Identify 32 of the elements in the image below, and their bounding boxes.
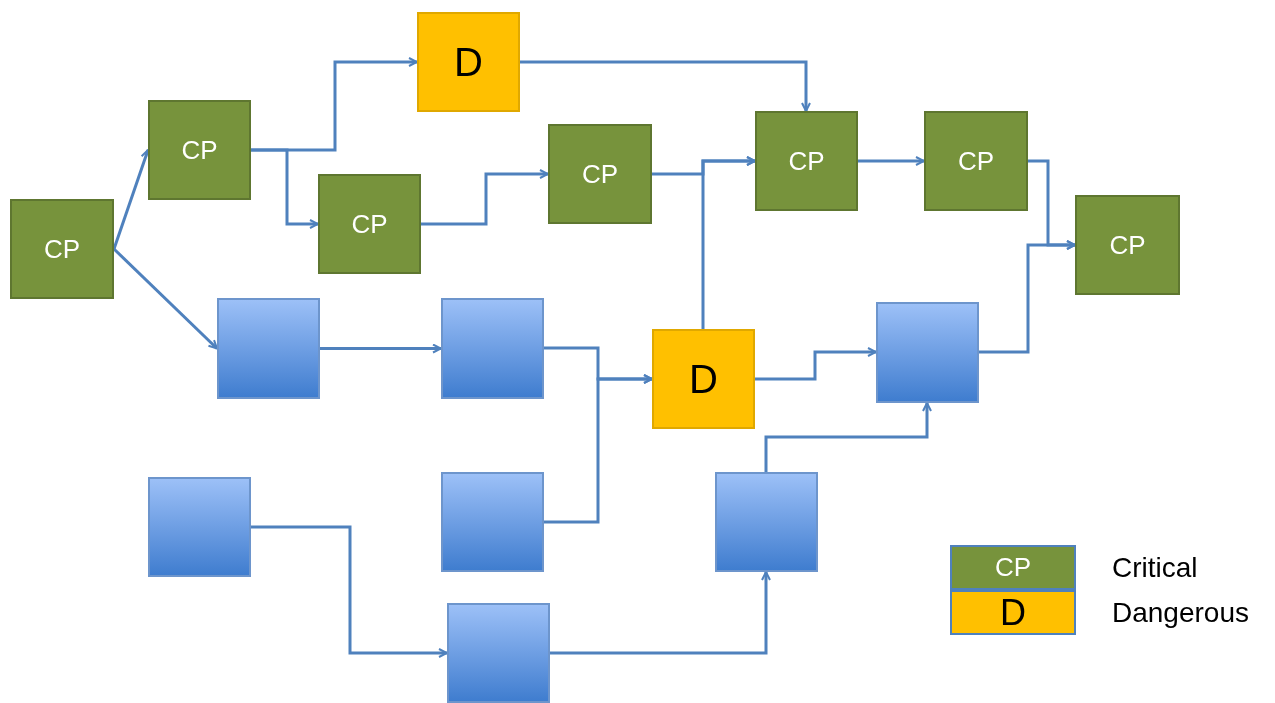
legend-symbol: CP [994,551,1032,584]
dangerous-box: D [652,329,755,429]
process-box [217,298,320,399]
arrow [701,156,756,329]
arrow [320,343,442,354]
arrow [251,148,319,229]
process-box [441,298,544,399]
process-box [876,302,979,403]
arrow [421,169,549,226]
arrow [550,571,771,655]
arrow [764,402,932,472]
critical-box: CP [924,111,1028,211]
legend-text: Dangerous [1112,595,1249,630]
process-box [148,477,251,577]
process-box [441,472,544,572]
arrow [979,240,1076,354]
critical-box: CP [755,111,858,211]
arrow [520,60,811,112]
arrow [251,525,448,658]
critical-box: CP [10,199,114,299]
critical-box: CP [548,124,652,224]
legend-symbol: D [1000,590,1026,635]
critical-box: CP [1075,195,1180,295]
arrow [858,156,925,166]
arrow [544,374,653,524]
legend-text: Critical [1112,550,1198,585]
process-box [447,603,550,703]
arrow [755,347,877,381]
process-box [715,472,818,572]
critical-box: CP [148,100,251,200]
critical-box: CP [318,174,421,274]
dangerous-box: D [417,12,520,112]
